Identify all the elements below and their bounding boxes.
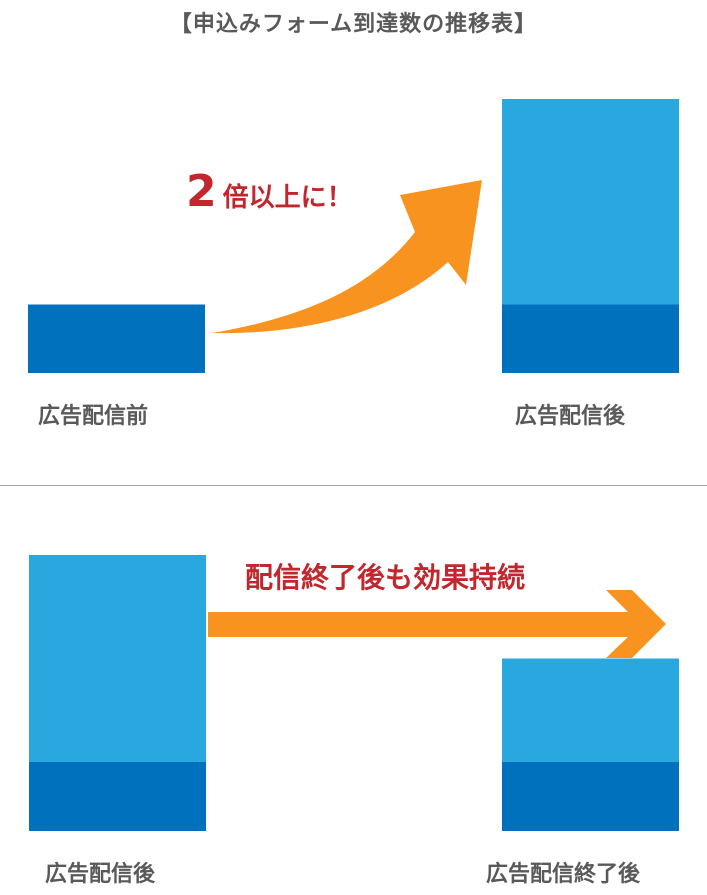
- chart2-label-0: 広告配信後: [45, 862, 156, 887]
- chart2-sustain-arrow: [208, 590, 666, 658]
- chart1-bar-1-base: [502, 304, 679, 373]
- chart-1: [28, 99, 679, 373]
- chart-title: 【申込みフォーム到達数の推移表】: [169, 12, 538, 37]
- chart1-label-1: 広告配信後: [515, 404, 626, 429]
- chart2-callout: 配信終了後も効果持続: [245, 561, 526, 594]
- chart1-callout-text: 倍以上に！: [222, 183, 353, 213]
- chart1-bar-1-upper: [502, 99, 679, 305]
- section-divider: [0, 485, 707, 486]
- chart2-bar-1-upper: [502, 658, 679, 762]
- chart1-bar-0-base: [28, 304, 205, 373]
- chart2-bar-1-base: [502, 762, 679, 831]
- chart1-callout-number: 2: [186, 166, 217, 217]
- chart2-bar-0-upper: [29, 555, 206, 762]
- chart1-growth-arrow: [212, 180, 482, 334]
- chart2-bar-0-base: [29, 762, 206, 831]
- chart1-label-0: 広告配信前: [38, 404, 149, 429]
- chart2-label-1: 広告配信終了後: [486, 862, 641, 887]
